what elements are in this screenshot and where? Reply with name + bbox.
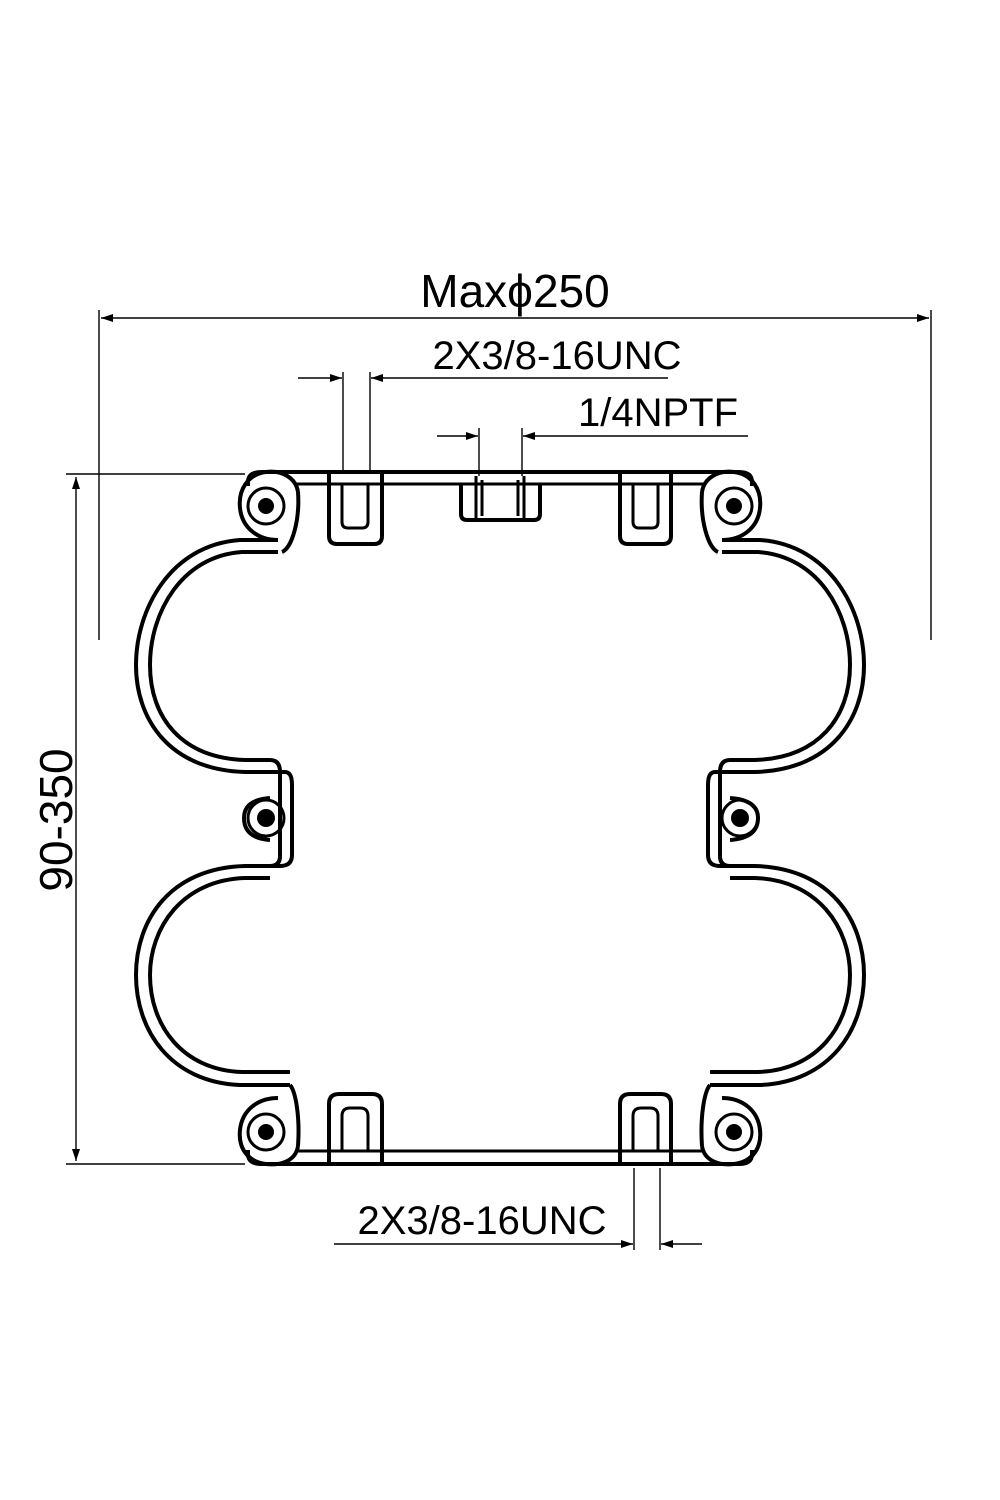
girdle-core-left — [257, 809, 275, 827]
bellows-left-outer — [133, 538, 294, 1087]
crimp-bottom-left-tail — [288, 1083, 301, 1147]
crimp-top-left-tail — [280, 491, 301, 554]
bellows-left-girdle — [269, 758, 282, 868]
top-stud-label: 2X3/8-16UNC — [432, 334, 681, 378]
bottom-stud-right — [618, 1092, 673, 1164]
girdle-core-right — [731, 809, 749, 827]
bead-ring-top-right — [714, 486, 754, 526]
top-stud-left — [327, 472, 384, 546]
top-stud-callout: 2X3/8-16UNC — [298, 334, 682, 472]
bottom-stud-right-housing — [618, 1092, 673, 1164]
bellows-right-outer — [706, 538, 867, 1087]
bottom-bead-plate — [246, 1149, 754, 1166]
girdle-bead-right — [720, 796, 761, 842]
bottom-stud-label: 2X3/8-16UNC — [357, 1199, 606, 1243]
height-label: 90-350 — [30, 748, 82, 891]
crimp-top-right — [699, 469, 763, 554]
bellows-left-inner-lower — [147, 876, 290, 1074]
top-stud-left-thread — [340, 484, 370, 530]
bottom-stud-callout: 2X3/8-16UNC — [334, 1168, 702, 1250]
girdle-curl-right — [729, 796, 761, 842]
bottom-stud-left-thread — [340, 1106, 370, 1152]
crimp-bottom-left-curl — [237, 1096, 300, 1167]
top-stud-right-housing — [618, 472, 673, 546]
bead-ring-bottom-left — [246, 1112, 286, 1152]
bellows-right-inner-upper — [722, 550, 853, 762]
bellows-right-girdle — [718, 758, 731, 868]
girdle-bead-left — [241, 796, 286, 842]
crimp-bottom-right-curl — [700, 1096, 763, 1167]
top-stud-right — [618, 472, 673, 546]
crimp-top-right-tail — [699, 491, 720, 554]
height-dimension: 90-350 — [30, 473, 245, 1165]
diameter-label: Maxϕ250 — [420, 265, 609, 317]
crimp-bottom-right — [699, 1083, 763, 1167]
bead-ring-top-left — [246, 486, 286, 526]
bottom-stud-right-thread — [631, 1106, 660, 1152]
bellows-profile — [133, 538, 867, 1087]
girdle-curl-left — [241, 796, 271, 842]
air-inlet-callout: 1/4NPTF — [437, 391, 748, 476]
crimp-top-right-curl — [700, 469, 763, 542]
top-bead-plate — [246, 470, 754, 486]
bellows-left-inner-upper — [147, 550, 278, 762]
diameter-dimension: Maxϕ250 — [98, 265, 932, 640]
top-stud-right-thread — [631, 484, 660, 530]
bottom-stud-left — [327, 1092, 384, 1164]
crimp-top-left — [237, 469, 301, 554]
bead-ring-bottom-right — [714, 1112, 754, 1152]
top-stud-left-housing — [327, 472, 384, 546]
bead-core-bottom-right — [726, 1124, 742, 1140]
inlet-label: 1/4NPTF — [578, 391, 738, 435]
air-inlet-fitting — [459, 476, 542, 522]
crimp-bottom-right-tail — [699, 1083, 712, 1147]
bottom-stud-left-housing — [327, 1092, 384, 1164]
bead-core-bottom-left — [258, 1124, 274, 1140]
bead-core-top-left — [258, 498, 274, 514]
air-inlet-housing — [459, 484, 542, 522]
crimp-top-left-curl — [237, 469, 300, 542]
bellows-right-inner-lower — [710, 876, 853, 1074]
crimp-bottom-left — [237, 1083, 301, 1167]
bead-core-top-right — [726, 498, 742, 514]
